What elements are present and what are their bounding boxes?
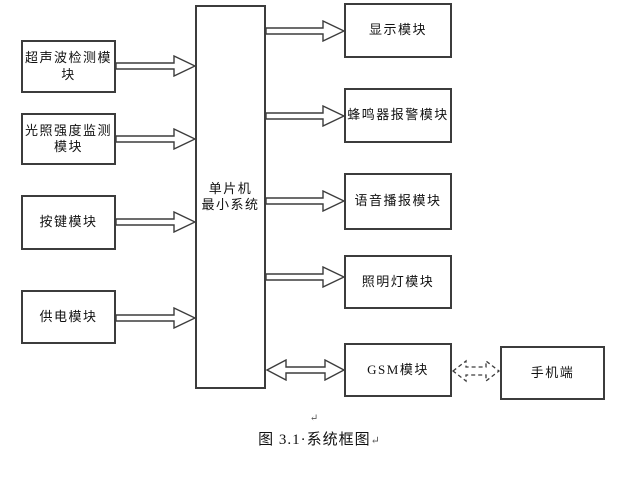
light-intensity-monitoring-module-box: 光照强度监测 模块 <box>21 113 116 165</box>
arrow-button-to-mcu-icon <box>116 211 196 233</box>
mobile-phone-label: 手机端 <box>530 364 575 380</box>
arrow-mcu-to-lamp-icon <box>266 266 345 288</box>
arrow-mcu-to-display-icon <box>266 20 345 42</box>
display-module-label: 显示模块 <box>368 22 427 38</box>
gsm-module-label: GSM模块 <box>367 361 429 377</box>
arrow-mcu-gsm-bidirectional-icon <box>266 359 345 381</box>
display-module-box: 显示模块 <box>344 3 452 58</box>
button-module-label: 按键模块 <box>39 214 98 230</box>
lighting-lamp-module-box: 照明灯模块 <box>344 255 452 309</box>
buzzer-alarm-module-box: 蜂鸣器报警模块 <box>344 88 452 143</box>
arrow-gsm-phone-dashed-icon <box>452 359 500 383</box>
gsm-module-box: GSM模块 <box>344 343 452 397</box>
mobile-phone-box: 手机端 <box>500 346 605 400</box>
mcu-minimal-system-label: 单片机 最小系统 <box>201 180 260 212</box>
buzzer-alarm-module-label: 蜂鸣器报警模块 <box>347 107 449 123</box>
figure-caption-text: 图 3.1·系统框图 <box>258 432 371 448</box>
mcu-minimal-system-box: 单片机 最小系统 <box>195 5 266 389</box>
paragraph-mark: ↵ <box>370 435 380 447</box>
arrow-ultrasonic-to-mcu-icon <box>116 55 196 77</box>
figure-caption: 图 3.1·系统框图↵ <box>0 428 638 449</box>
power-supply-module-label: 供电模块 <box>39 308 98 324</box>
light-intensity-monitoring-module-label: 光照强度监测 模块 <box>24 122 112 154</box>
voice-broadcast-module-label: 语音播报模块 <box>354 193 442 209</box>
arrow-power-to-mcu-icon <box>116 307 196 329</box>
voice-broadcast-module-box: 语音播报模块 <box>344 173 452 230</box>
ultrasonic-detection-module-box: 超声波检测模块 <box>21 40 116 93</box>
arrow-mcu-to-voice-icon <box>266 190 345 212</box>
ultrasonic-detection-module-label: 超声波检测模块 <box>24 50 112 82</box>
paragraph-mark: ↵ <box>309 413 319 424</box>
arrow-mcu-to-buzzer-icon <box>266 105 345 127</box>
lighting-lamp-module-label: 照明灯模块 <box>361 273 435 289</box>
power-supply-module-box: 供电模块 <box>21 290 116 344</box>
button-module-box: 按键模块 <box>21 195 116 250</box>
arrow-light-to-mcu-icon <box>116 128 196 150</box>
